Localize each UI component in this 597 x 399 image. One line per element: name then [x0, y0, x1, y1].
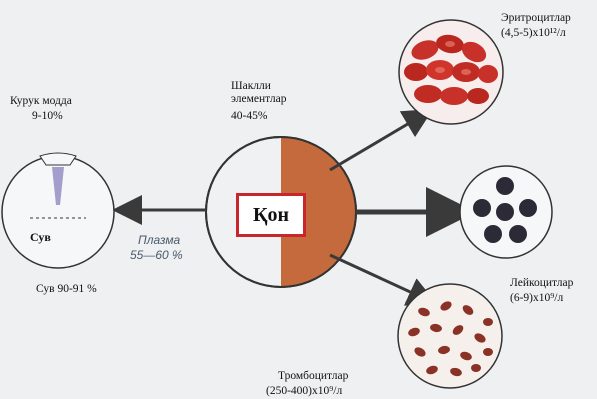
water-tube-circle: [2, 153, 114, 268]
thrombocytes-circle: [398, 284, 502, 388]
thrombocytes-count: (250-400)x10⁹/л: [266, 385, 342, 398]
dry-matter-label: Курук модда: [10, 95, 72, 108]
leukocytes-count: (6-9)x10⁹/л: [510, 292, 563, 305]
blood-label: Қон: [253, 204, 289, 227]
blood-label-box: Қон: [236, 193, 306, 237]
formed-elements-percent: 40-45%: [231, 110, 267, 123]
plasma-label: Плазма: [138, 233, 180, 247]
water-tube-label: Сув: [30, 230, 51, 245]
thrombocytes-label: Тромбоцитлар: [278, 370, 348, 383]
water-percent: Сув 90-91 %: [36, 283, 97, 296]
formed-elements-label: Шаклли элементлар: [231, 80, 321, 106]
leukocytes-circle: [460, 166, 552, 258]
erythrocytes-count: (4,5-5)x10¹²/л: [501, 27, 566, 40]
plasma-percent: 55—60 %: [130, 248, 183, 262]
erythrocytes-label: Эритроцитлар: [501, 12, 571, 25]
erythrocytes-circle: [399, 20, 503, 124]
arrow-erythrocytes: [330, 112, 428, 170]
leukocytes-label: Лейкоцитлар: [510, 277, 573, 290]
dry-matter-percent: 9-10%: [32, 110, 63, 123]
arrow-thrombocytes: [330, 255, 432, 302]
